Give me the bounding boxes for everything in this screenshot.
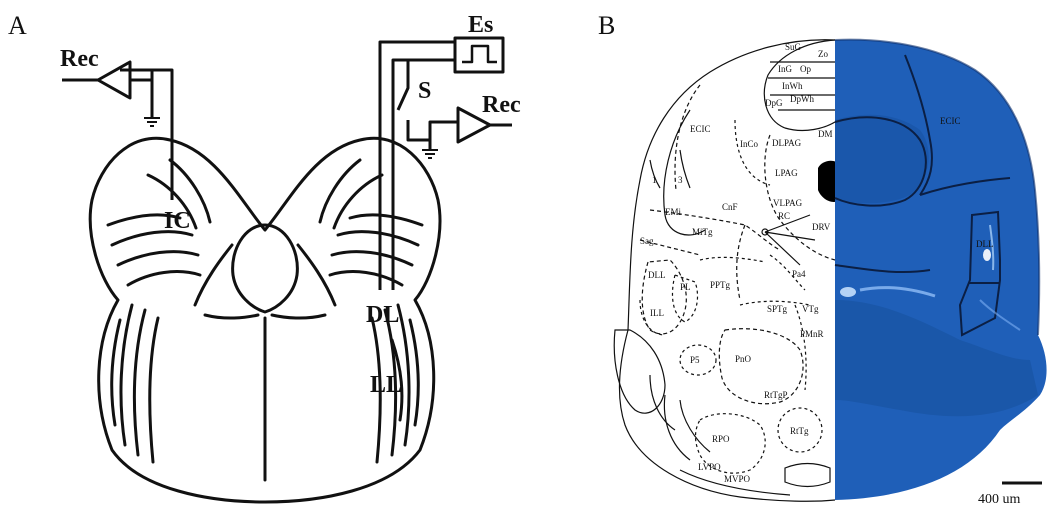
atlas-label-p5: P5	[690, 355, 700, 365]
panel-b-letter: B	[598, 11, 615, 40]
atlas-labels: SuG Zo InG Op InWh DpG DpWh ECIC InCo DL…	[640, 42, 833, 484]
photo-label-dll: DLL	[976, 239, 994, 249]
atlas-label-drv: DRV	[812, 222, 831, 232]
atlas-label-ill: ILL	[650, 308, 664, 318]
ic-electrode	[120, 70, 172, 200]
atlas-label-sug: SuG	[785, 42, 802, 52]
tegmentum-arc	[195, 245, 335, 305]
atlas-label-1: 1	[652, 175, 657, 185]
atlas-label-ecic: ECIC	[690, 124, 711, 134]
aqueduct-oval	[233, 225, 298, 312]
pulse-icon	[462, 46, 497, 62]
atlas-label-rttgp: RtTgP	[764, 390, 788, 400]
atlas-label-mitg: MiTg	[692, 227, 713, 237]
atlas-label-dll: DLL	[648, 270, 666, 280]
atlas-label-dlpag: DLPAG	[772, 138, 802, 148]
atlas-label-pa4: Pa4	[792, 269, 806, 279]
atlas-label-pl: PL	[680, 282, 691, 292]
atlas-label-pno: PnO	[735, 354, 752, 364]
atlas-label-ing: InG	[778, 64, 792, 74]
atlas-label-inwh: InWh	[782, 81, 803, 91]
label-s: S	[418, 78, 431, 104]
panel-a-letter: A	[8, 11, 27, 40]
histology-photo	[835, 40, 1047, 500]
atlas-label-inco: InCo	[740, 139, 759, 149]
atlas-label-3: 3	[678, 175, 683, 185]
label-dl: DL	[366, 302, 399, 328]
atlas-label-sptg: SPTg	[767, 304, 788, 314]
atlas-label-sag: Sag	[640, 236, 654, 246]
atlas-label-op: Op	[800, 64, 811, 74]
photo-label-ecic: ECIC	[940, 116, 961, 126]
atlas-label-lvpo: LVPO	[698, 462, 721, 472]
atlas-label-dpg: DpG	[765, 98, 783, 108]
atlas-label-dm: DM	[818, 129, 833, 139]
atlas-label-cnf: CnF	[722, 202, 738, 212]
atlas-label-rc: RC	[778, 211, 790, 221]
atlas-label-vlpag: VLPAG	[773, 198, 803, 208]
switch-s	[398, 60, 408, 110]
atlas-label-mvpo: MVPO	[724, 474, 751, 484]
atlas-label-dpwh: DpWh	[790, 94, 814, 104]
label-rec-right: Rec	[482, 92, 521, 118]
recording-setup	[62, 38, 512, 290]
atlas-label-rttg: RtTg	[790, 426, 809, 436]
label-es: Es	[468, 12, 493, 38]
label-ll: LL	[370, 372, 402, 398]
atlas-label-lpag: LPAG	[775, 168, 798, 178]
stimulator-box	[455, 38, 503, 72]
left-amplifier	[98, 62, 130, 98]
atlas-label-pmnr: PMnR	[800, 329, 824, 339]
label-ic: IC	[164, 208, 191, 234]
atlas-label-rpo: RPO	[712, 434, 730, 444]
atlas-label-emi: EMi	[665, 207, 682, 217]
atlas-label-zo: Zo	[818, 49, 828, 59]
scale-bar-label: 400 um	[978, 492, 1021, 507]
atlas-label-pptg: PPTg	[710, 280, 731, 290]
label-rec-left: Rec	[60, 46, 99, 72]
atlas-label-vtg: VTg	[802, 304, 819, 314]
